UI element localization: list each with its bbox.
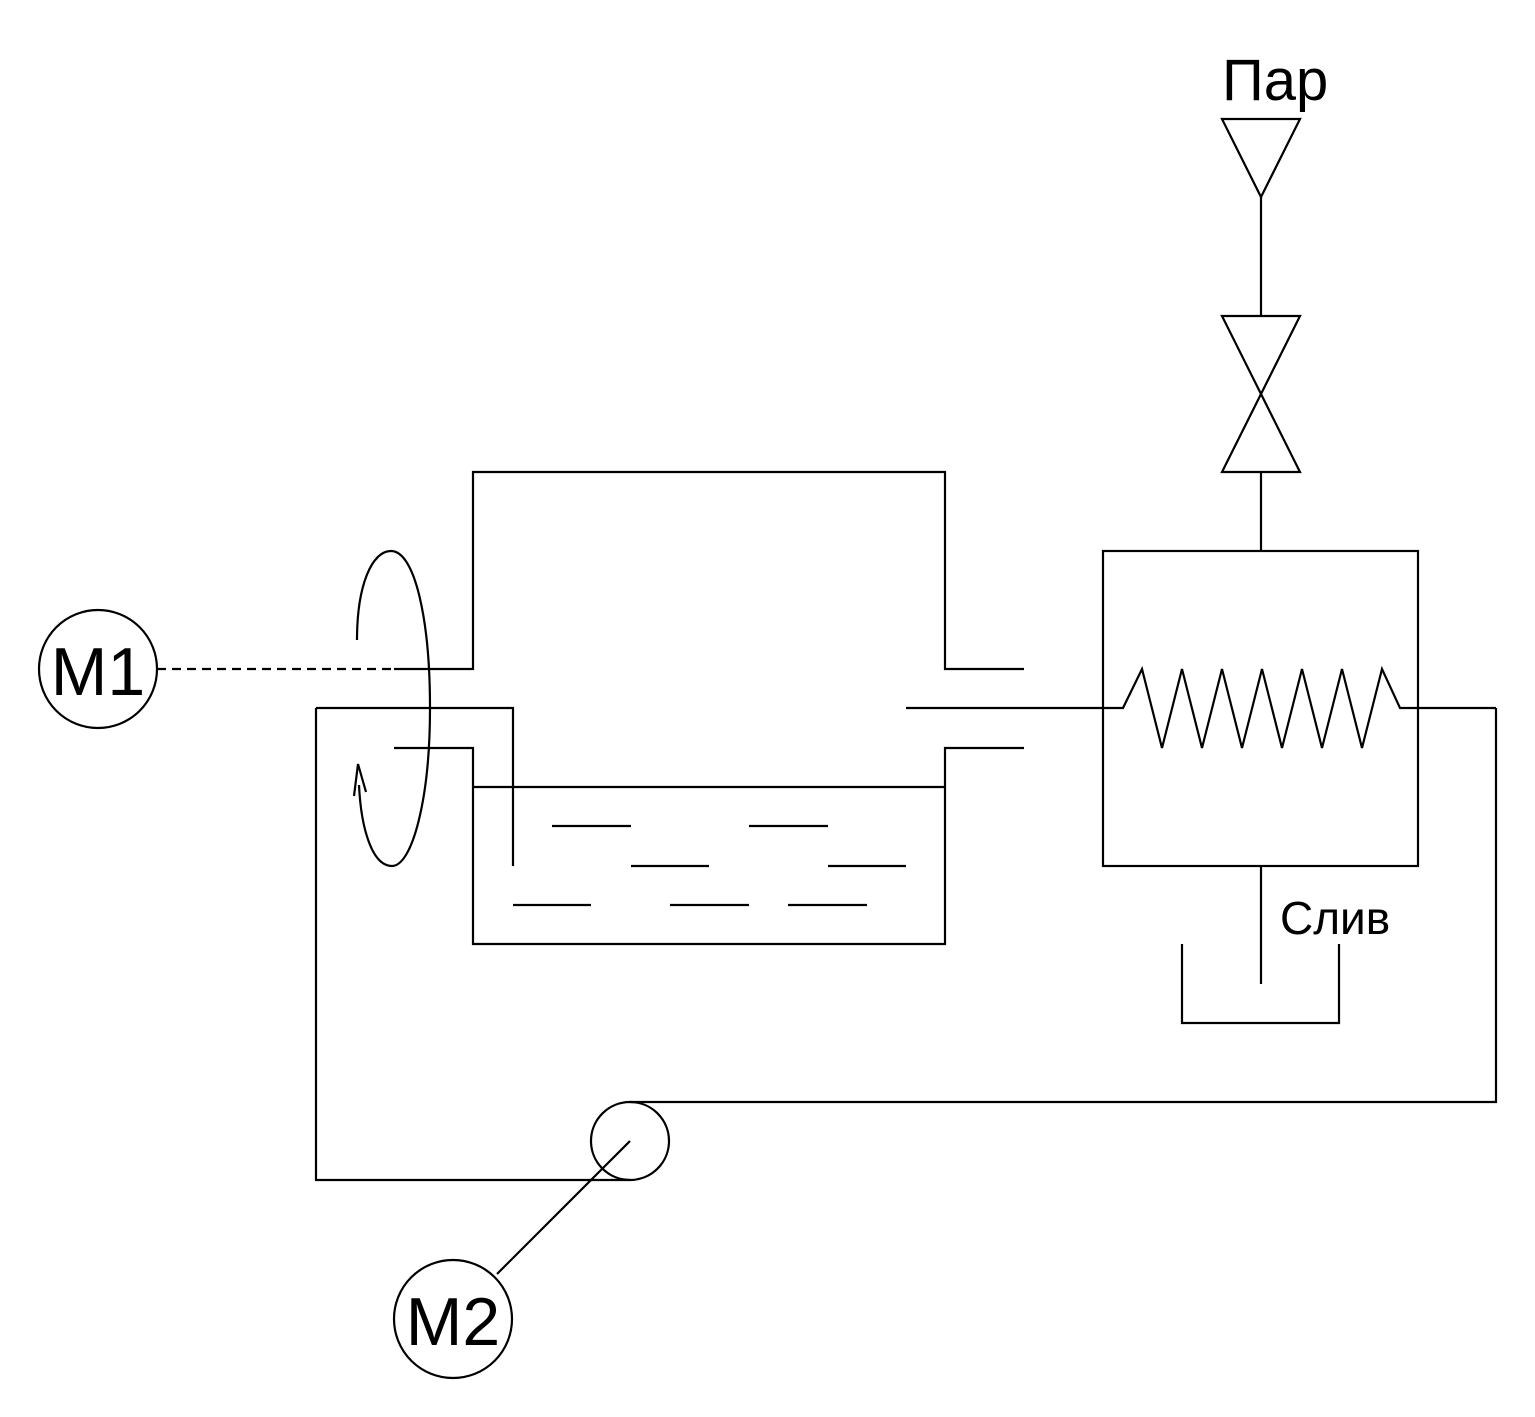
motor-m2-linkage <box>496 1140 631 1275</box>
chamber-bottom-left-wall <box>394 746 1024 946</box>
chamber-housing <box>394 470 1024 671</box>
motor-m2-icon <box>392 1258 514 1380</box>
rotation-arrow-icon <box>352 549 432 868</box>
motor-m2-label: M2 <box>406 1284 500 1360</box>
circulation-supply-line <box>314 708 630 1182</box>
pump-icon <box>589 1100 671 1182</box>
heating-coil <box>1044 665 1496 749</box>
drain-tank <box>1180 944 1341 1025</box>
steam-valve-icon <box>1220 314 1302 474</box>
circulation-return-line <box>630 708 1498 1104</box>
liquid-surface-marks <box>513 824 906 907</box>
steam-inlet-triangle <box>1220 117 1302 200</box>
heater-vessel <box>1101 549 1420 868</box>
motor-m1-label: M1 <box>51 634 145 710</box>
drum-shaft <box>316 706 515 866</box>
steam-label: Пар <box>1222 48 1328 113</box>
drain-label: Слив <box>1280 892 1390 944</box>
